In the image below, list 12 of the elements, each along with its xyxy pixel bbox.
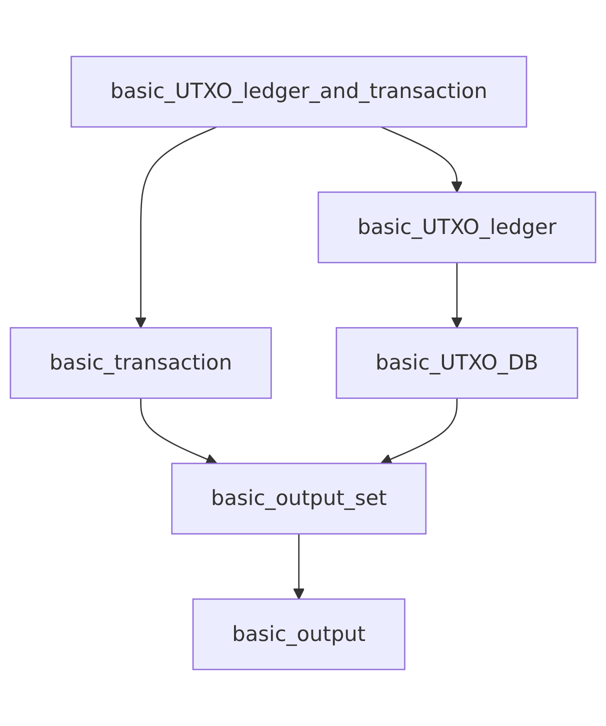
arrow (451, 262, 463, 328)
node-box: basic_transaction (10, 327, 272, 399)
node-box: basic_output_set (171, 462, 427, 534)
arrow (380, 398, 458, 465)
node-box: basic_UTXO_DB (336, 327, 578, 399)
arrow (380, 126, 463, 193)
arrow (140, 398, 218, 465)
node-box: basic_output (192, 598, 406, 670)
arrow (135, 126, 218, 328)
node-box: basic_UTXO_ledger_and_transaction (70, 56, 528, 128)
arrow (293, 534, 305, 600)
node-box: basic_UTXO_ledger (318, 192, 596, 264)
